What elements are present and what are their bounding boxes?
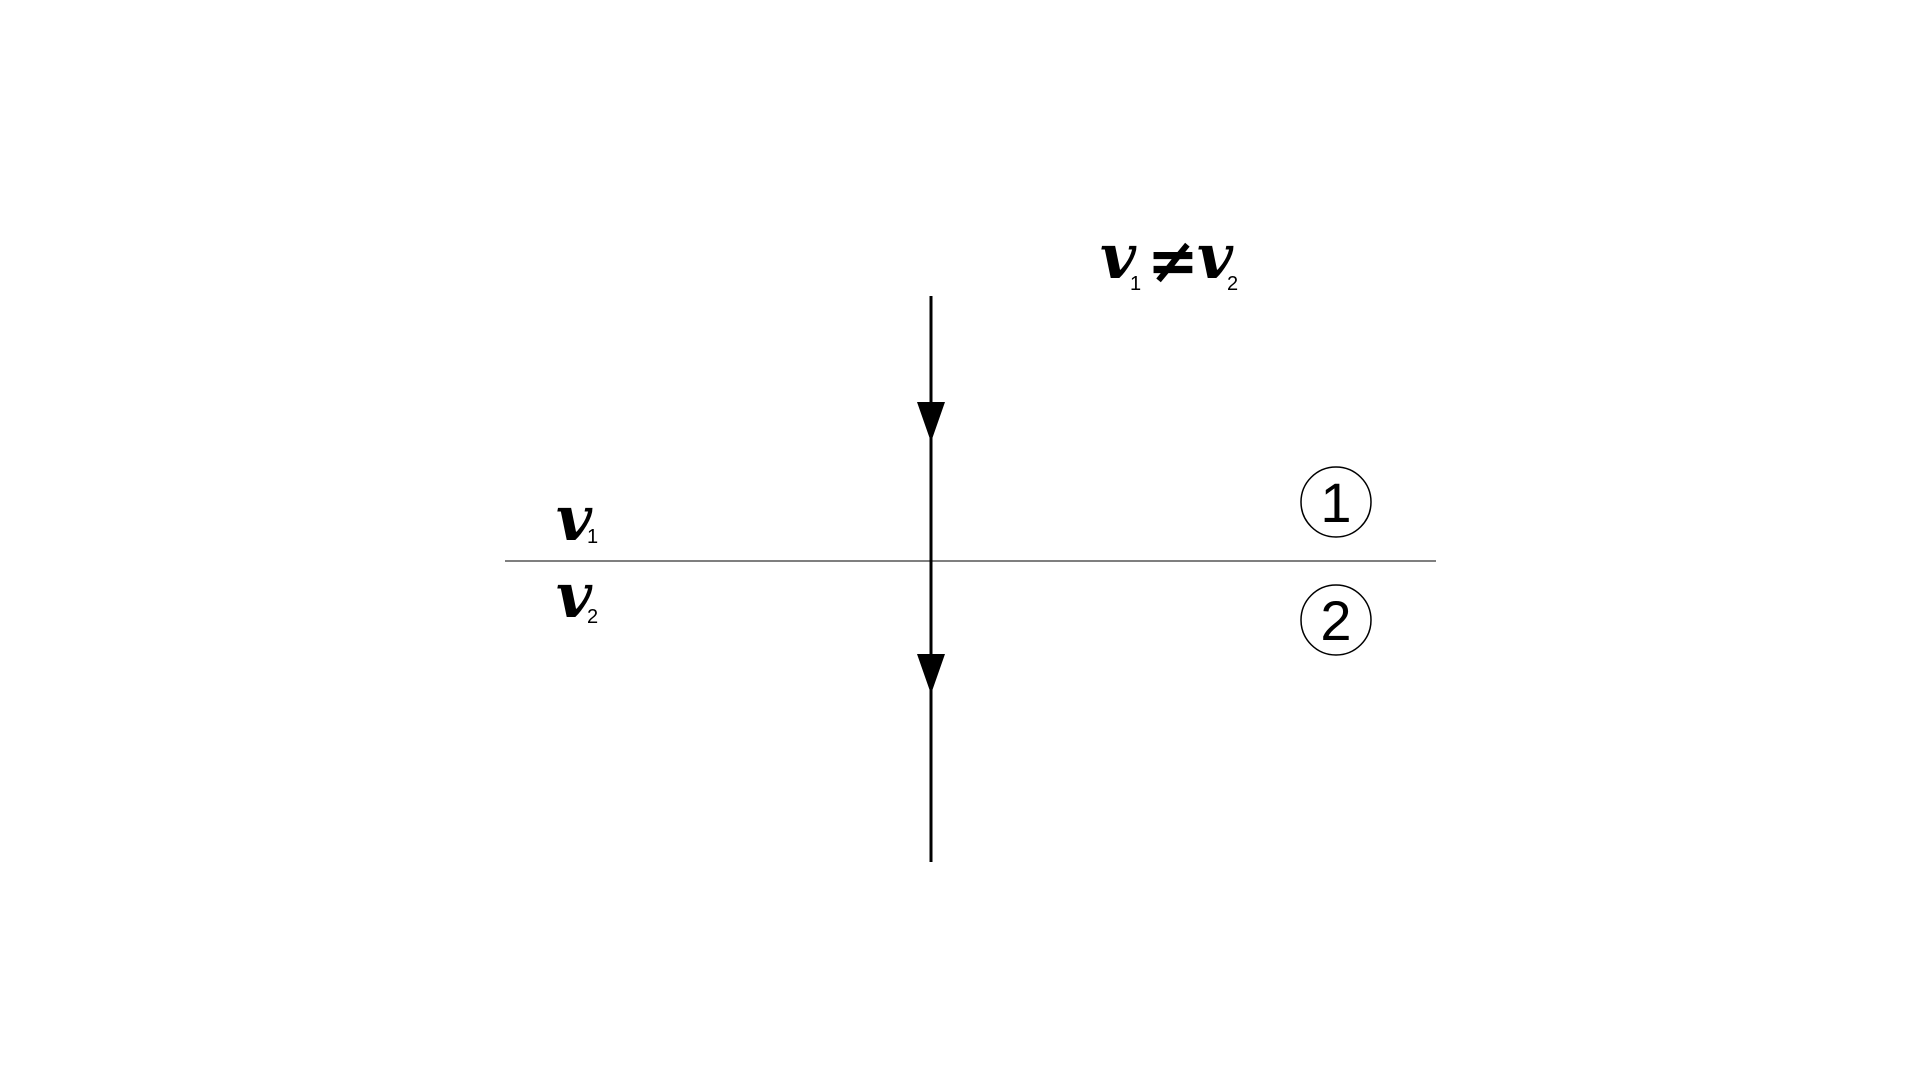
region-marker-1: 1 [1300,466,1372,538]
equation-left-symbol: v [1100,220,1137,293]
region-marker-1-number: 1 [1320,471,1351,534]
arrow-down-icon [917,402,945,442]
equation-right-subscript: 2 [1227,273,1238,295]
equation-left-subscript: 1 [1130,273,1141,295]
equation: v 1 ≠ v 2 [1100,220,1238,297]
medium-label-2: v 2 [556,559,598,632]
region-marker-1-circle [1300,466,1372,538]
medium-label-1: v 1 [556,482,598,555]
region-marker-2-number: 2 [1320,589,1351,652]
medium-label-1-symbol: v [556,482,593,555]
medium-label-1-subscript: 1 [587,526,598,548]
arrow-down-icon [917,654,945,694]
medium-label-2-symbol: v [556,559,593,632]
medium-label-2-subscript: 2 [587,606,598,628]
equation-right-symbol: v [1197,220,1234,293]
region-marker-2-circle [1300,584,1372,656]
region-marker-2: 2 [1300,584,1372,656]
equation-relation: ≠ [1147,224,1199,297]
